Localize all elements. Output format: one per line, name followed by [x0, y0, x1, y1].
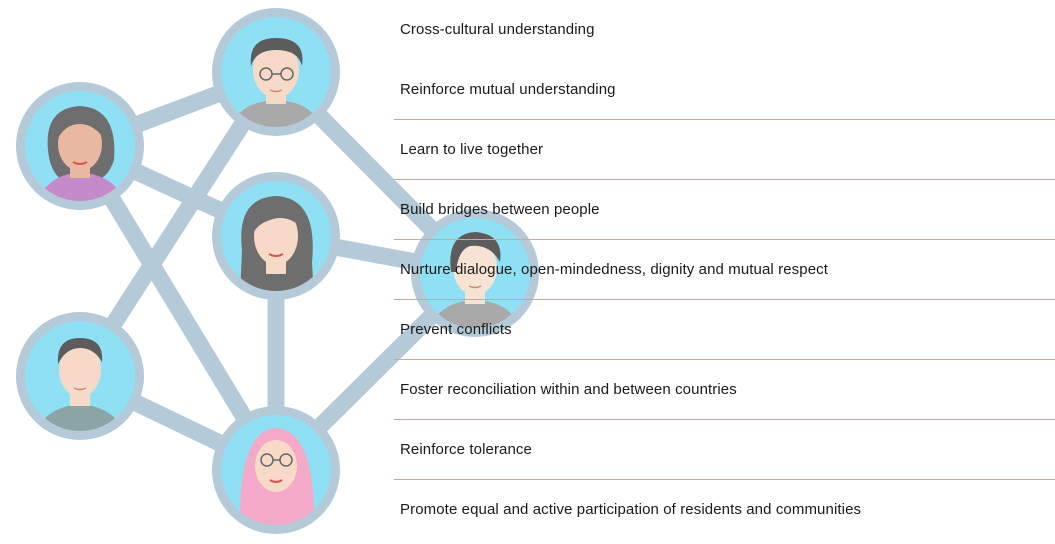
goal-divider: [394, 179, 1055, 180]
goal-item: Build bridges between people: [394, 180, 1055, 240]
person-lower-left-icon: [16, 312, 144, 440]
person-center-icon: [212, 172, 340, 300]
goals-list: Cross-cultural understanding Reinforce m…: [394, 0, 1055, 544]
person-bottom-center-icon: [212, 406, 340, 534]
goal-label: Cross-cultural understanding: [400, 21, 595, 38]
goal-divider: [394, 299, 1055, 300]
goal-divider: [394, 359, 1055, 360]
person-right-icon: [411, 209, 539, 337]
goal-item: Prevent conflicts: [394, 300, 1055, 360]
goal-divider: [394, 239, 1055, 240]
goal-item: Learn to live together: [394, 120, 1055, 180]
goal-item: Reinforce mutual understanding: [394, 60, 1055, 120]
goal-divider: [394, 419, 1055, 420]
goal-label: Learn to live together: [400, 141, 544, 158]
goal-label: Reinforce tolerance: [400, 441, 532, 458]
goal-item: Promote equal and active participation o…: [394, 480, 1055, 540]
goal-item: Cross-cultural understanding: [394, 0, 1055, 60]
goal-label: Nurture dialogue, open-mindedness, digni…: [400, 261, 829, 278]
goal-item: Foster reconciliation within and between…: [394, 360, 1055, 420]
goal-item: Nurture dialogue, open-mindedness, digni…: [394, 240, 1055, 300]
goal-label: Prevent conflicts: [400, 321, 512, 338]
goal-label: Foster reconciliation within and between…: [400, 381, 737, 398]
goal-label: Reinforce mutual understanding: [400, 81, 616, 98]
goal-label: Promote equal and active participation o…: [400, 501, 862, 518]
goal-item: Reinforce tolerance: [394, 420, 1055, 480]
goal-label: Build bridges between people: [400, 201, 600, 218]
person-top-center-icon: [212, 8, 340, 136]
goal-divider: [394, 479, 1055, 480]
goal-divider: [394, 119, 1055, 120]
person-upper-left-icon: [16, 82, 144, 210]
